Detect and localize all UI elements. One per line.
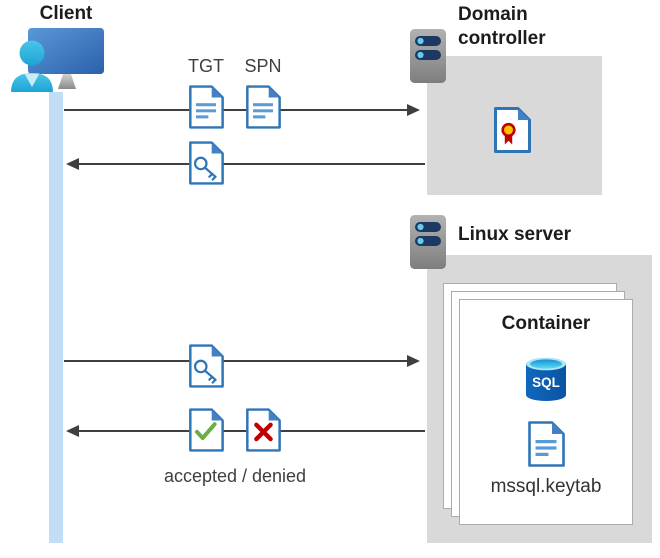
person-head-shape [19, 40, 45, 66]
flow2-arrowhead-left [66, 158, 79, 170]
key-document-icon [189, 141, 224, 185]
keytab-document-icon [528, 421, 565, 467]
flow3-arrowhead-right [407, 355, 420, 367]
spn-document-icon [246, 85, 281, 129]
flow2-line [78, 163, 425, 165]
flow3-line [64, 360, 408, 362]
certificate-icon [494, 107, 531, 153]
sql-database-icon: SQL [526, 357, 566, 401]
keytab-file-label: mssql.keytab [490, 476, 602, 497]
tgt-label: TGT [188, 56, 224, 76]
person-collar-shape [24, 73, 40, 87]
client-label: Client [39, 3, 93, 24]
flow4-arrowhead-left [66, 425, 79, 437]
domain-controller-label: Domain controller [458, 4, 546, 49]
linux-server-label: Linux server [458, 224, 571, 245]
check-document-icon [189, 408, 224, 452]
key-document-icon [189, 344, 224, 388]
response-caption: accepted / denied [163, 466, 307, 486]
flow1-arrowhead-right [407, 104, 420, 116]
tgt-document-icon [189, 85, 224, 129]
server-icon [410, 29, 446, 83]
cross-document-icon [246, 408, 281, 452]
container-card: Container mssql.keytab [459, 299, 633, 525]
spn-label: SPN [244, 56, 282, 76]
container-label: Container [501, 313, 591, 334]
client-lifeline [49, 92, 63, 543]
server-icon [410, 215, 446, 269]
monitor-shape [28, 28, 104, 74]
monitor-stand-shape [58, 74, 76, 89]
flow1-line [64, 109, 408, 111]
user-workstation-icon [11, 28, 104, 92]
sql-badge-text: SQL [532, 375, 560, 390]
